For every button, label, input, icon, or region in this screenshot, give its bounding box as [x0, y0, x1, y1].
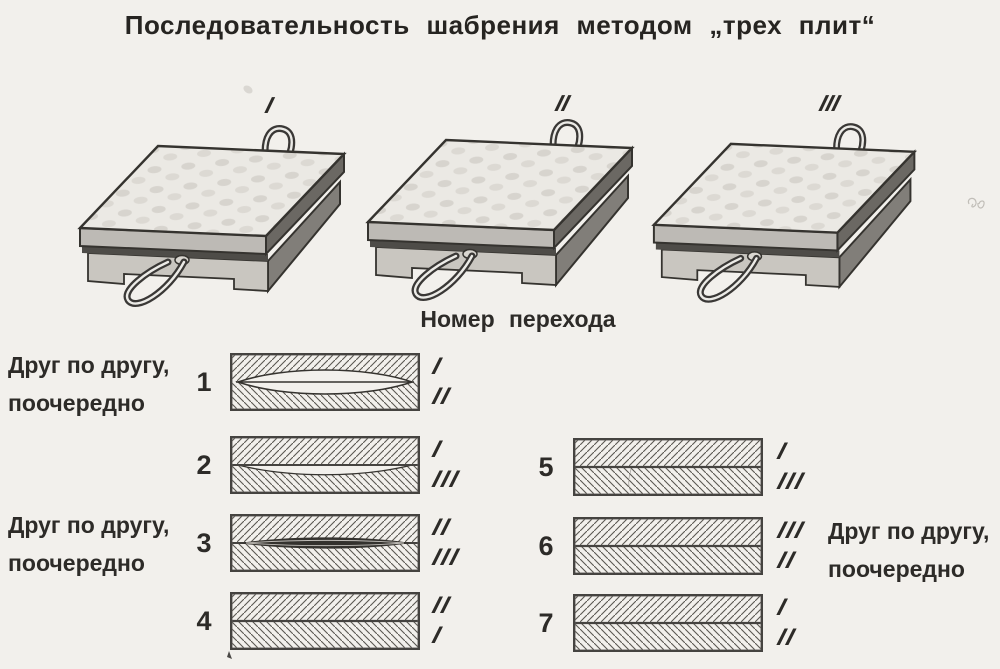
- row-top-label: I: [774, 594, 791, 621]
- surface-plate-2-illustration: [360, 106, 660, 306]
- note-right: Друг по другу, поочередно: [828, 512, 989, 588]
- transition-row-7: 7 I II: [0, 594, 1000, 652]
- note-line: Друг по другу,: [828, 518, 990, 544]
- row-top-label: III: [774, 517, 809, 544]
- contact-diagram-flat: [573, 517, 763, 575]
- row-number: 5: [538, 452, 554, 482]
- transition-number-header: Номер перехода: [420, 306, 616, 332]
- note-line: поочередно: [828, 556, 965, 582]
- row-bottom-label: II: [774, 624, 800, 651]
- scan-smudge: [241, 83, 255, 96]
- contact-diagram-wide-lens: [230, 353, 420, 411]
- scan-scribble: [967, 197, 985, 209]
- page-title: Последовательность шабрения методом „тре…: [124, 10, 876, 40]
- note-left-bottom: Друг по другу, поочередно: [8, 506, 169, 582]
- row-number: 1: [196, 367, 212, 397]
- row-number: 3: [196, 528, 212, 558]
- transition-row-5: 5 I III: [0, 438, 1000, 496]
- transition-row-1: 1 I II: [0, 353, 1000, 411]
- row-bottom-label: III: [774, 468, 809, 495]
- row-number: 6: [538, 531, 554, 561]
- row-bottom-label: II: [774, 547, 800, 574]
- contact-diagram-flat: [573, 594, 763, 652]
- note-line: Друг по другу,: [8, 352, 170, 378]
- note-line: Друг по другу,: [8, 512, 170, 538]
- transition-row-2: 2 I III: [0, 436, 1000, 494]
- note-line: поочередно: [8, 550, 145, 576]
- surface-plate-3-illustration: [646, 110, 942, 308]
- contact-diagram-lower-lens: [230, 436, 420, 494]
- note-line: поочередно: [8, 390, 145, 416]
- row-bottom-label: II: [429, 383, 455, 410]
- surface-plate-1-illustration: [72, 112, 372, 312]
- transition-row-4: 4 II I: [0, 592, 1000, 650]
- row-top-label: I: [429, 353, 446, 380]
- scan-speck: [227, 651, 232, 659]
- transition-row-3: 3 II III: [0, 514, 1000, 572]
- note-left-top: Друг по другу, поочередно: [8, 346, 169, 422]
- row-number: 7: [538, 608, 554, 638]
- contact-diagram-dark-sliver: [230, 514, 420, 572]
- contact-diagram-flat: [573, 438, 763, 496]
- row-top-label: I: [774, 438, 791, 465]
- row-number: 2: [196, 450, 212, 480]
- transition-row-6: 6 III II: [0, 517, 1000, 575]
- row-number: 4: [196, 606, 212, 636]
- contact-diagram-flat: [230, 592, 420, 650]
